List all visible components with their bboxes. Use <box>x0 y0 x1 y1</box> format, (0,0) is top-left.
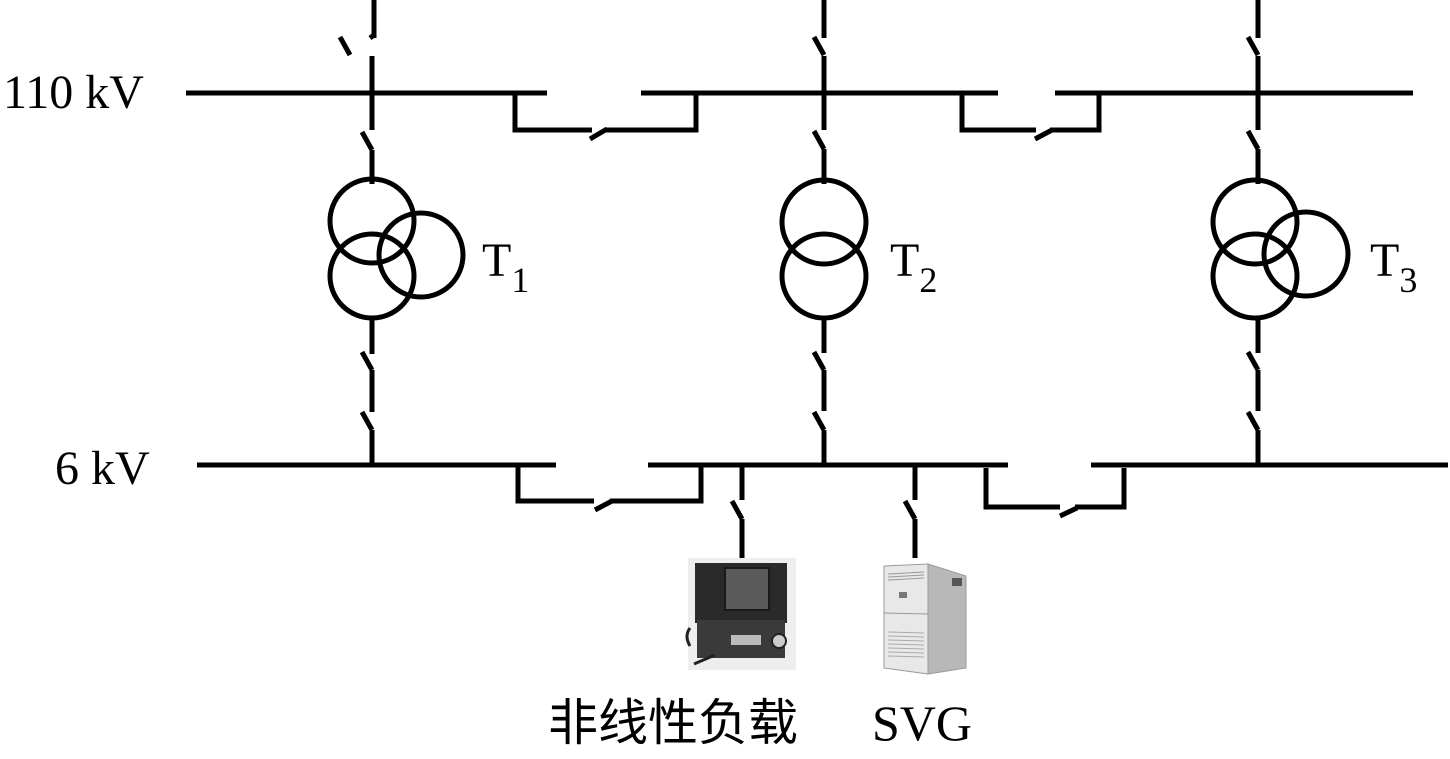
bus-tie-6kv-1 <box>515 465 704 513</box>
transformer-winding <box>779 177 869 267</box>
bus-label-110kv: 110 kV <box>3 66 144 119</box>
disconnector-switch <box>1245 350 1261 372</box>
disconnector-switch <box>1245 129 1261 151</box>
disconnector-switch <box>1245 410 1261 432</box>
bus-tie-switch <box>1058 505 1079 519</box>
disconnector-switch <box>811 129 827 151</box>
electric-furnace-image <box>685 558 796 670</box>
feeder-nonlinear-load <box>729 465 745 560</box>
transformer-label-t3: T3 <box>1370 234 1417 300</box>
bus-label-6kv: 6 kV <box>55 442 150 495</box>
bus-tie-switch <box>588 126 609 142</box>
disconnector-switch <box>359 350 375 372</box>
bus-tie-switch <box>1033 127 1054 142</box>
svg-cabinet-image <box>883 563 967 675</box>
transformer-winding <box>1261 209 1351 299</box>
disconnector-switch <box>337 35 353 57</box>
bus-tie-110kv-1 <box>512 93 699 142</box>
disconnector-switch <box>811 350 827 372</box>
branch-t3: T3 <box>1210 0 1417 465</box>
transformer-label-t2: T2 <box>890 234 937 300</box>
disconnector-switch <box>1245 35 1261 57</box>
bus-tie-switch <box>593 498 614 513</box>
feeder-svg <box>902 465 918 558</box>
caption-nonlinear-load: 非线性负载 <box>548 694 798 752</box>
transformer-winding <box>1210 177 1300 267</box>
transformer-t3 <box>1210 177 1351 321</box>
bus-tie-110kv-2 <box>959 93 1102 142</box>
disconnector-switch <box>359 130 375 152</box>
transformer-winding <box>779 231 869 321</box>
disconnector-switch <box>811 35 827 57</box>
caption-svg: SVG <box>872 695 972 751</box>
transformer-winding <box>327 176 417 266</box>
transformer-t1 <box>327 176 466 321</box>
disconnector-switch <box>902 499 918 521</box>
transformer-winding <box>1210 231 1300 321</box>
branch-t2: T2 <box>779 0 937 465</box>
disconnector-switch <box>729 499 745 521</box>
transformer-winding <box>327 231 417 321</box>
disconnector-switch <box>811 410 827 432</box>
disconnector-switch <box>359 410 375 432</box>
transformer-t2 <box>779 177 869 321</box>
bus-tie-6kv-2 <box>983 468 1127 519</box>
transformer-label-t1: T1 <box>482 234 529 300</box>
transformer-winding <box>376 210 466 300</box>
branch-t1: T1 <box>327 0 529 465</box>
